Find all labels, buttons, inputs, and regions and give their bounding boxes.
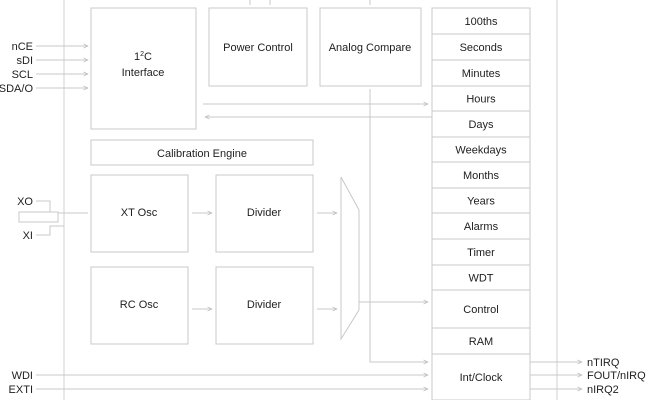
divider-rc-block: Divider: [215, 266, 314, 345]
xo-wire: [36, 200, 88, 214]
pin-label-nirq2: nIRQ2: [587, 384, 619, 396]
register-label-control: Control: [463, 304, 498, 316]
register-ram: [431, 327, 531, 355]
register-100ths: [431, 7, 531, 35]
rc-osc-label: RC Osc: [120, 299, 159, 311]
xt-osc-block: XT Osc: [90, 174, 189, 253]
analog-compare-label: Analog Compare: [329, 42, 412, 54]
divider-rc-label: Divider: [247, 299, 282, 311]
register-label-seconds: Seconds: [460, 42, 503, 54]
register-label-timer: Timer: [467, 247, 495, 259]
pin-label-exti: EXTI: [9, 384, 33, 396]
i2c-label-line1: 12C: [134, 51, 152, 63]
i2c-label-line2: Interface: [122, 67, 165, 79]
i2c-interface-block: 12C Interface: [90, 7, 197, 130]
register-label-years: Years: [467, 196, 495, 208]
register-label-100ths: 100ths: [464, 16, 498, 28]
register-label-hours: Hours: [466, 94, 496, 106]
xi-wire: [36, 225, 64, 236]
register-months: [431, 161, 531, 189]
register-label-int-clock: Int/Clock: [460, 372, 503, 384]
register-label-minutes: Minutes: [462, 68, 501, 80]
register-stack: 100thsSecondsMinutesHoursDaysWeekdaysMon…: [431, 7, 531, 400]
register-label-alarms: Alarms: [464, 221, 499, 233]
pin-label-scl: SCL: [12, 69, 33, 81]
pin-label-sdao: SDA/O: [0, 83, 33, 95]
register-label-days: Days: [468, 119, 494, 131]
register-int-clock: [431, 353, 531, 400]
calibration-engine-label: Calibration Engine: [157, 148, 247, 160]
register-days: [431, 110, 531, 138]
crystal-symbol: [18, 211, 59, 223]
register-label-weekdays: Weekdays: [455, 145, 507, 157]
analog-compare-block: Analog Compare: [319, 7, 422, 87]
analog-to-intclock-wire: [369, 89, 428, 362]
register-label-months: Months: [463, 170, 500, 182]
power-control-label: Power Control: [223, 42, 293, 54]
rc-osc-block: RC Osc: [90, 266, 189, 345]
pin-label-sdi: sDI: [17, 55, 34, 67]
register-control: [431, 289, 531, 329]
register-timer: [431, 238, 531, 266]
pin-label-wdi: WDI: [12, 370, 33, 382]
register-hours: [431, 85, 531, 112]
pin-label-xo: XO: [17, 196, 33, 208]
xt-osc-label: XT Osc: [121, 207, 158, 219]
power-control-block: Power Control: [208, 7, 308, 87]
register-seconds: [431, 33, 531, 61]
pin-label-ntirq: nTIRQ: [587, 357, 620, 369]
divider-xt-label: Divider: [247, 207, 282, 219]
register-label-ram: RAM: [469, 336, 493, 348]
divider-xt-block: Divider: [215, 174, 314, 253]
pin-label-xi: XI: [23, 230, 33, 242]
register-label-wdt: WDT: [468, 273, 493, 285]
pin-label-nce: nCE: [12, 41, 33, 53]
clock-mux: [340, 176, 360, 341]
register-weekdays: [431, 136, 531, 163]
pin-label-fout: FOUT/nIRQ: [587, 370, 646, 382]
calibration-engine-block: Calibration Engine: [90, 139, 314, 166]
